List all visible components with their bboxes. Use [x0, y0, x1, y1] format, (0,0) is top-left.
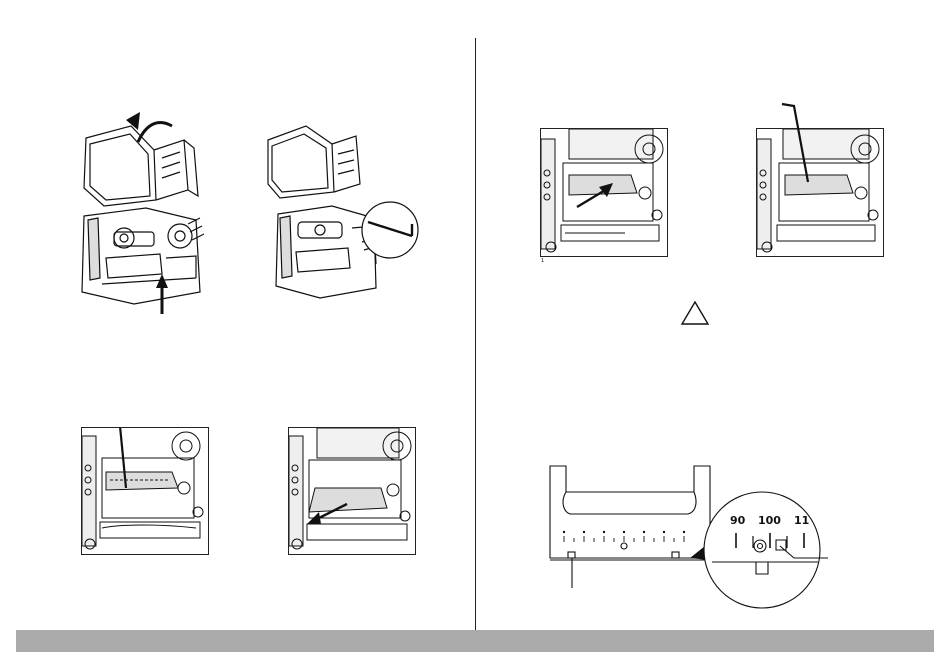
scale-label-110: 11	[794, 514, 809, 527]
printer-cover-opening-illustration	[76, 108, 216, 318]
scale-label-90: 90	[730, 514, 746, 527]
page-divider	[475, 38, 476, 630]
footer-bar	[16, 630, 934, 652]
scale-label-100: 100	[758, 514, 781, 527]
printhead-removal-figure-left	[288, 427, 416, 555]
printhead-scale-diagram: 90 100 11	[540, 458, 850, 643]
hex-key-icon	[778, 102, 818, 202]
printer-open-ribbon-illustration	[262, 118, 422, 300]
figure-mark: 1	[541, 258, 544, 264]
printhead-insert-figure-right	[540, 128, 668, 257]
warning-triangle-icon	[680, 300, 710, 326]
printhead-hexkey-figure-left	[81, 427, 209, 555]
printhead-tighten-figure-right	[756, 128, 884, 257]
